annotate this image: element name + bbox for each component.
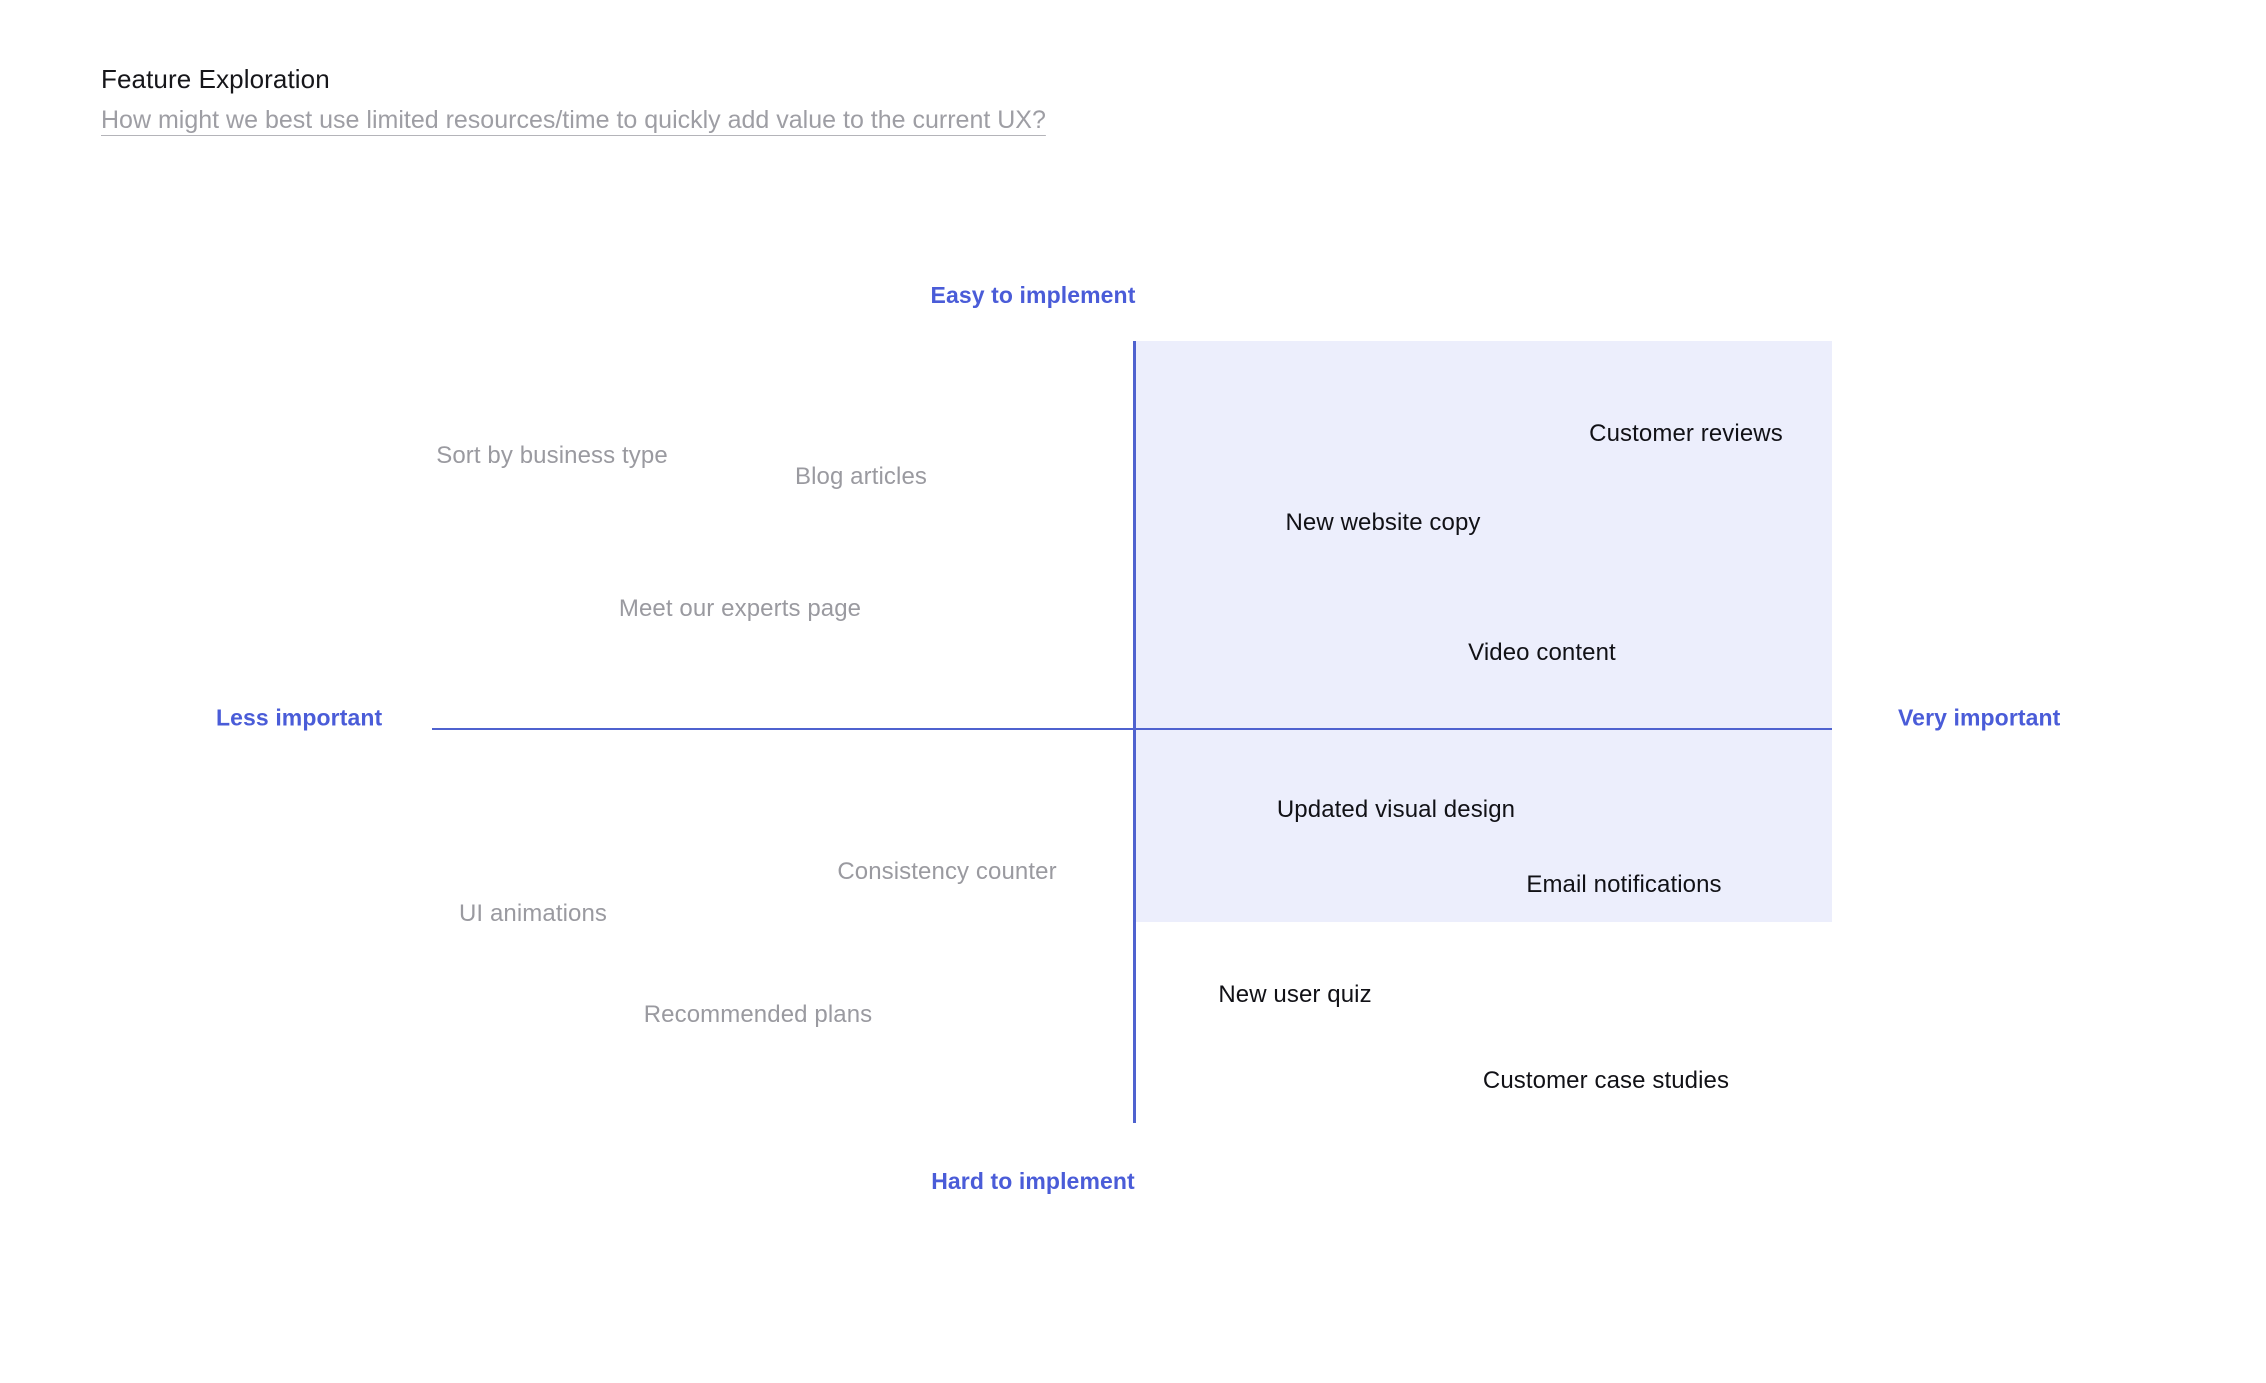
matrix-item[interactable]: Meet our experts page bbox=[618, 595, 862, 622]
matrix-item[interactable]: Blog articles bbox=[794, 463, 928, 490]
header: Feature Exploration How might we best us… bbox=[101, 62, 1501, 136]
highlighted-quadrant bbox=[1133, 341, 1832, 922]
matrix-item[interactable]: Recommended plans bbox=[643, 1001, 873, 1028]
matrix-item[interactable]: Customer case studies bbox=[1482, 1067, 1730, 1094]
axis-label-hard-to-implement: Hard to implement bbox=[931, 1168, 1135, 1194]
axis-label-less-important: Less important bbox=[216, 704, 383, 731]
matrix-item[interactable]: Consistency counter bbox=[837, 858, 1057, 885]
page-title: Feature Exploration bbox=[101, 64, 330, 94]
matrix-item[interactable]: New user quiz bbox=[1218, 981, 1372, 1008]
matrix-item[interactable]: UI animations bbox=[458, 900, 608, 927]
matrix-item[interactable]: New website copy bbox=[1285, 509, 1481, 536]
matrix-item[interactable]: Sort by business type bbox=[436, 442, 668, 469]
axis-label-easy-to-implement: Easy to implement bbox=[930, 282, 1136, 308]
matrix-item[interactable]: Updated visual design bbox=[1276, 796, 1516, 823]
matrix-item[interactable]: Customer reviews bbox=[1589, 420, 1783, 447]
horizontal-axis-line bbox=[432, 728, 1832, 730]
page-subtitle: How might we best use limited resources/… bbox=[101, 106, 1046, 134]
axis-label-very-important: Very important bbox=[1898, 704, 2061, 731]
matrix-item[interactable]: Video content bbox=[1468, 639, 1616, 666]
vertical-axis-line bbox=[1133, 341, 1136, 1123]
matrix-item[interactable]: Email notifications bbox=[1526, 871, 1722, 898]
